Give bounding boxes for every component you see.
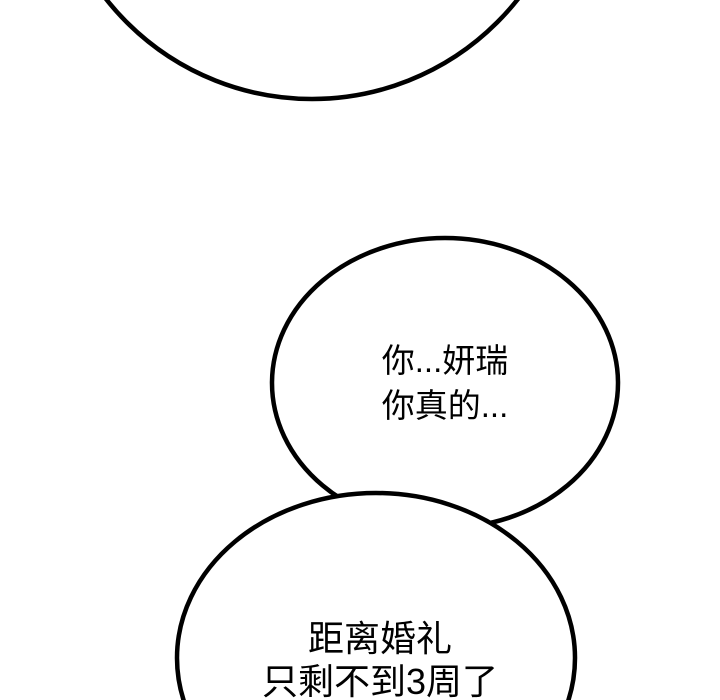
middle-bubble-text: 你...妍瑞 你真的... xyxy=(245,338,645,428)
middle-bubble-line-2: 你真的... xyxy=(381,387,509,424)
bottom-bubble-text: 距离婚礼 只剩不到3周了 xyxy=(180,617,580,700)
bottom-bubble-line-1: 距离婚礼 xyxy=(307,618,452,659)
middle-bubble-line-1: 你...妍瑞 xyxy=(381,342,509,379)
bottom-bubble-line-2: 只剩不到3周了 xyxy=(261,661,499,700)
bottom-speech-bubble xyxy=(174,490,578,700)
top-speech-bubble xyxy=(104,0,520,102)
